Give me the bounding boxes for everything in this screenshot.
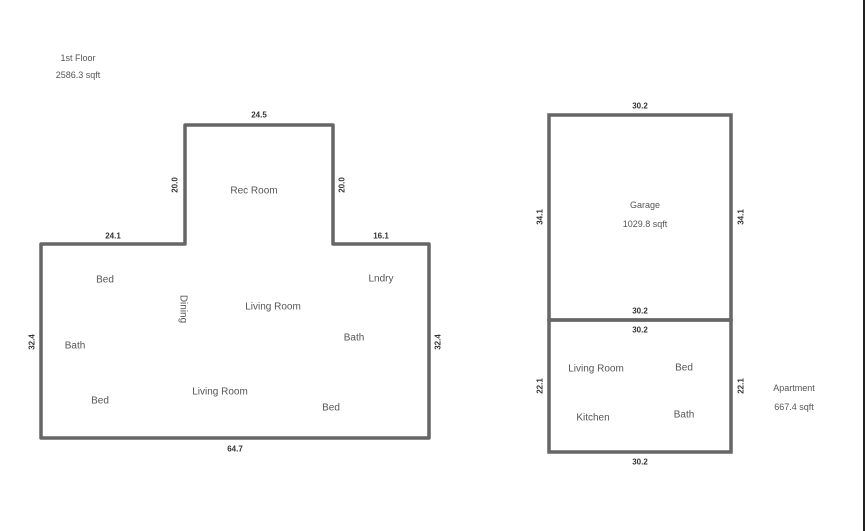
garage-dim-left: 34.1: [535, 209, 545, 225]
dim-bottom: 64.7: [227, 444, 243, 454]
apartment-dim-top: 30.2: [632, 325, 648, 335]
apartment-area: 667.4 sqft: [774, 402, 814, 412]
garage-area: 1029.8 sqft: [622, 219, 668, 229]
room-living-room: Living Room: [245, 301, 301, 313]
apartment-dim-bottom: 30.2: [632, 457, 648, 467]
dim-top-right: 16.1: [373, 231, 389, 241]
dim-left: 32.4: [27, 334, 37, 350]
apartment-dim-left: 22.1: [535, 378, 545, 394]
garage-dim-top: 30.2: [632, 101, 648, 111]
room-living-room: Living Room: [192, 386, 248, 398]
first-floor-title: 1st Floor: [60, 53, 96, 63]
room-rec-room: Rec Room: [230, 185, 278, 197]
room-bath: Bath: [343, 332, 365, 344]
apartment-dim-right: 22.1: [736, 378, 746, 394]
apartment-title: Apartment: [773, 383, 815, 393]
room-bed: Bed: [91, 395, 109, 407]
room-bath: Bath: [673, 409, 695, 421]
apartment-outline: [547, 318, 733, 454]
room-dining: Dining: [177, 294, 189, 324]
room-laundry: Lndry: [368, 273, 394, 285]
room-bath: Bath: [64, 340, 86, 352]
room-bed: Bed: [675, 362, 693, 374]
dim-rec-right: 20.0: [337, 177, 347, 193]
dim-top-left: 24.1: [105, 231, 121, 241]
garage-dim-right: 34.1: [736, 209, 746, 225]
garage-dim-bottom: 30.2: [632, 306, 648, 316]
garage-title: Garage: [629, 200, 661, 210]
room-kitchen: Kitchen: [576, 412, 610, 424]
room-living-room: Living Room: [568, 363, 624, 375]
dim-rec-top: 24.5: [251, 110, 267, 120]
first-floor-outline: [39, 123, 431, 440]
dim-right: 32.4: [433, 334, 443, 350]
garage-outline: [547, 113, 733, 322]
room-bed: Bed: [96, 274, 114, 286]
first-floor-area: 2586.3 sqft: [55, 70, 101, 80]
room-bed: Bed: [322, 402, 340, 414]
dim-rec-left: 20.0: [170, 177, 180, 193]
